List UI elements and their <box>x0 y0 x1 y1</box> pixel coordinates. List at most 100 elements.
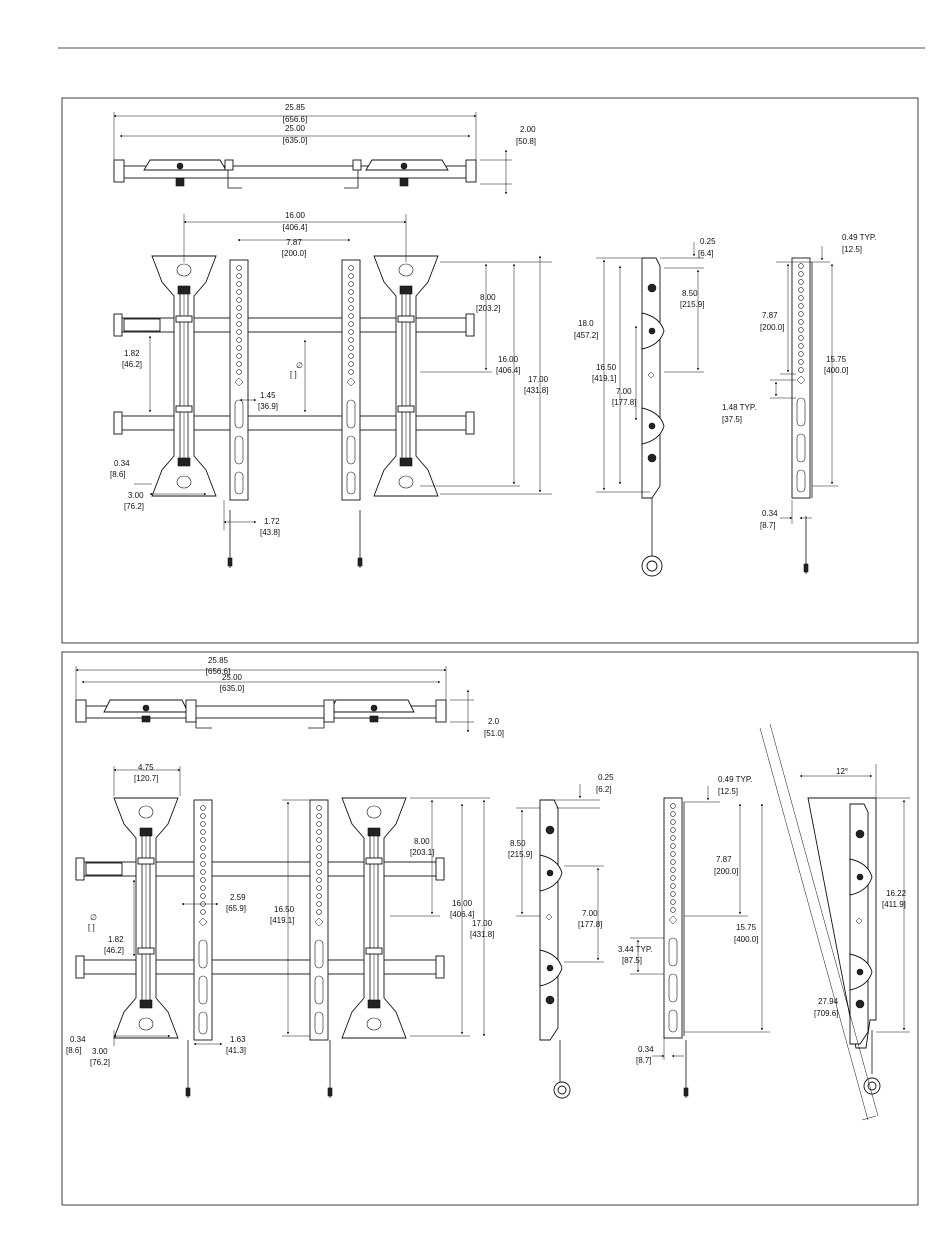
bottom-top-view-assembly <box>75 699 447 729</box>
bottom-side-view <box>539 799 571 1099</box>
dim-b-rail-width: 25.00 <box>222 673 243 682</box>
dim-b-overall-width-mm: [656.6] <box>206 667 230 676</box>
dim-b-full-height: 17.00 <box>472 919 493 928</box>
dim-mid-height: 16.00 <box>498 355 519 364</box>
bottom-side-view-dims: 0.25 [6.2] 8.50 [215.9] 7.00 [177.8] <box>508 773 614 963</box>
dim-bracket-spacing-mm: [406.4] <box>283 223 307 232</box>
dim-side-span-mm: [419.1] <box>592 374 616 383</box>
dim-rail-width-mm: [635.0] <box>283 136 307 145</box>
dim-b-base-width-mm: [76.2] <box>90 1058 110 1067</box>
dim-side-total-mm: [457.2] <box>574 331 598 340</box>
dim-rail-top: 0.49 TYP. <box>842 233 876 242</box>
dim-b-edge: 0.34 <box>70 1035 86 1044</box>
dim-full-height-mm: [431.8] <box>524 386 548 395</box>
dim-full-height: 17.00 <box>528 375 549 384</box>
dim-rail-total: 15.75 <box>826 355 847 364</box>
dim-tilt-length: 27.94 <box>818 997 839 1006</box>
dim-upper-offset: 8.00 <box>480 293 496 302</box>
dim-foot: 1.72 <box>264 517 280 526</box>
dim-b-phi: ∅ <box>90 913 97 922</box>
dim-bracket-spacing: 16.00 <box>285 211 306 220</box>
dim-b-side-upper-mm: [215.9] <box>508 850 532 859</box>
dim-b-overall-width: 25.85 <box>208 656 229 665</box>
dim-tilt-height: 16.22 <box>886 889 907 898</box>
dim-rail-slot: 1.48 TYP. <box>722 403 756 412</box>
dim-b-arm-height-mm: [46.2] <box>104 946 124 955</box>
dim-b-rail-foot: 0.34 <box>638 1045 654 1054</box>
bottom-edge-rail-view <box>663 797 689 1099</box>
dim-rail-foot-mm: [8.7] <box>760 521 776 530</box>
dim-side-mid: 7.00 <box>616 387 632 396</box>
bottom-front-view-assembly <box>75 797 445 1099</box>
edge-rail-view <box>791 257 813 575</box>
dim-b-rail-foot-mm: [8.7] <box>636 1056 652 1065</box>
dim-slot-width: 1.45 <box>260 391 276 400</box>
dim-side-span: 16.50 <box>596 363 617 372</box>
dim-b-side-upper: 8.50 <box>510 839 526 848</box>
side-view-dims: 18.0 [457.2] 16.50 [419.1] 7.00 [177.8] … <box>574 237 716 493</box>
front-view-dims: 16.00 [406.4] 7.87 [200.0] 8.00 [203.2] … <box>110 211 552 537</box>
dim-b-rail-top: 0.49 TYP. <box>718 775 752 784</box>
dim-b-side-mid: 7.00 <box>582 909 598 918</box>
dim-base-width-mm: [76.2] <box>124 502 144 511</box>
dim-depth: 2.00 <box>520 125 536 134</box>
dim-side-upper: 8.50 <box>682 289 698 298</box>
bottom-panel: 25.85 [656.6] 25.00 [635.0] 2.0 [51.0] <box>61 651 919 1206</box>
dim-tilt-length-mm: [709.6] <box>814 1009 838 1018</box>
dim-side-mid-mm: [177.8] <box>612 398 636 407</box>
dim-rail-upper-mm: [200.0] <box>760 323 784 332</box>
dim-overall-width: 25.85 <box>285 103 306 112</box>
dim-tilt-height-mm: [411.9] <box>882 900 906 909</box>
dim-b-mid-height: 16.00 <box>452 899 473 908</box>
dim-center-spacing: 7.87 <box>286 238 302 247</box>
dim-side-upper-mm: [215.9] <box>680 300 704 309</box>
dim-edge-mm: [8.6] <box>110 470 126 479</box>
dim-b-depth: 2.0 <box>488 717 500 726</box>
dim-b-side-top-mm: [6.2] <box>596 785 612 794</box>
dim-b-upper-offset-mm: [203.1] <box>410 848 434 857</box>
dim-b-full-height-mm: [431.8] <box>470 930 494 939</box>
dim-b-edge-mm: [8.6] <box>66 1046 82 1055</box>
edge-rail-dims: 0.49 TYP. [12.5] 7.87 [200.0] 15.75 [400… <box>722 233 876 530</box>
tilt-view-dims: 12° 16.22 [411.9] 27.94 [709.6] <box>759 723 910 1121</box>
dim-overall-width-mm: [656.6] <box>283 115 307 124</box>
dim-side-top: 0.25 <box>700 237 716 246</box>
dim-b-rail-upper: 7.87 <box>716 855 732 864</box>
top-panel: 25.85 [656.6] 25.00 [635.0] 2.00 [50.8] <box>61 97 919 644</box>
dim-foot-mm: [43.8] <box>260 528 280 537</box>
dim-b-rail-upper-mm: [200.0] <box>714 867 738 876</box>
dim-upper-offset-mm: [203.2] <box>476 304 500 313</box>
dim-b-rail-top-mm: [12.5] <box>718 787 738 796</box>
dim-b-rail-slot-mm: [87.5] <box>622 956 642 965</box>
dim-b-bracket-width-mm: [120.7] <box>134 774 158 783</box>
dim-phi: ∅ <box>296 361 303 370</box>
dim-rail-total-mm: [400.0] <box>824 366 848 375</box>
bottom-front-view-dims: 4.75 [120.7] ∅ [ ] 1.82 [46.2] 2.59 [65.… <box>66 763 494 1067</box>
dim-side-total: 18.0 <box>578 319 594 328</box>
dim-b-depth-mm: [51.0] <box>484 729 504 738</box>
tilt-view <box>807 797 881 1095</box>
dim-b-side-mid-mm: [177.8] <box>578 920 602 929</box>
bottom-panel-frame <box>61 651 919 1206</box>
dim-b-rail-total-mm: [400.0] <box>734 935 758 944</box>
dim-b-span: 16.50 <box>274 905 295 914</box>
dim-edge: 0.34 <box>114 459 130 468</box>
top-view-assembly <box>113 159 477 189</box>
dim-phi-box: [ ] <box>290 370 297 379</box>
dim-rail-upper: 7.87 <box>762 311 778 320</box>
dim-b-rail-total: 15.75 <box>736 923 757 932</box>
dim-b-arm-height: 1.82 <box>108 935 124 944</box>
dim-base-width: 3.00 <box>128 491 144 500</box>
dim-b-rail-width-mm: [635.0] <box>220 684 244 693</box>
dim-b-side-top: 0.25 <box>598 773 614 782</box>
dim-rail-top-mm: [12.5] <box>842 245 862 254</box>
dim-b-bracket-width: 4.75 <box>138 763 154 772</box>
bottom-top-view-dims: 25.85 [656.6] 25.00 [635.0] 2.0 [51.0] <box>75 656 504 738</box>
bottom-edge-rail-dims: 0.49 TYP. [12.5] 7.87 [200.0] 15.75 [400… <box>618 775 770 1065</box>
top-view-dims: 25.85 [656.6] 25.00 [635.0] 2.00 [50.8] <box>113 103 536 195</box>
dim-rail-slot-mm: [37.5] <box>722 415 742 424</box>
dim-b-base-width: 3.00 <box>92 1047 108 1056</box>
dim-depth-mm: [50.8] <box>516 137 536 146</box>
dim-b-phi-box: [ ] <box>88 923 95 932</box>
